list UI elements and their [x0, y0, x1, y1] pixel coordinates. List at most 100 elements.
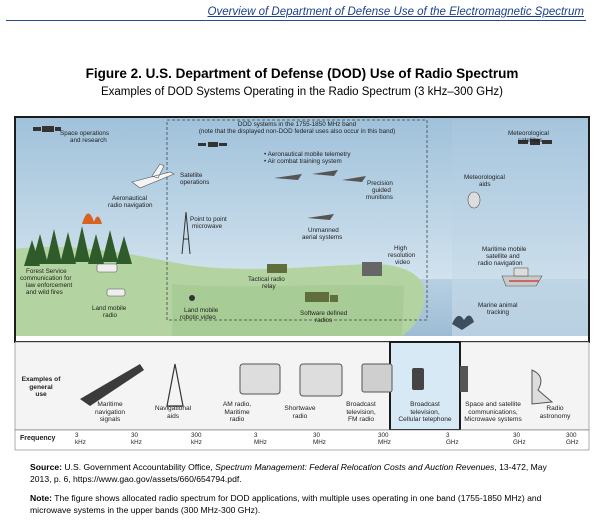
radio-telescope-icon	[531, 369, 554, 405]
dod-box-note: (note that the displayed non-DOD federal…	[198, 128, 396, 135]
tv-icon	[361, 363, 393, 393]
land-robotic-label-2: robotic video	[180, 314, 216, 321]
precision-label-2: guided	[372, 187, 391, 194]
general-use-label: Examples of general use	[21, 376, 61, 398]
ptp-label-2: microwave	[192, 223, 223, 230]
shortwave-radio-icon	[299, 363, 343, 397]
ptp-label-1: Point to point	[190, 216, 227, 223]
sdr-label-2: radios	[315, 317, 333, 324]
note-label: Note:	[30, 493, 52, 503]
met-aids-label-1: Meteorological	[464, 174, 505, 181]
truck-icon	[267, 264, 338, 302]
note-text: The figure shows allocated radio spectru…	[30, 493, 542, 515]
forest-label-2: communication for	[20, 275, 72, 282]
aero-nav-label-1: Aeronautical	[112, 195, 148, 202]
maritime-label-2: satellite and	[486, 253, 520, 260]
satellite-ops-icon	[198, 142, 227, 147]
car-icon	[106, 288, 126, 297]
ship-icon	[501, 267, 543, 287]
whale-tail-icon	[452, 315, 474, 330]
met-satellite-icon	[518, 139, 552, 145]
running-header: Overview of Department of Defense Use of…	[207, 6, 584, 18]
diagram-artwork	[14, 116, 590, 451]
forest-label-4: and wild fires	[26, 289, 63, 296]
uas-label-1: Unmanned	[308, 227, 339, 234]
figure-subtitle: Examples of DOD Systems Operating in the…	[100, 86, 504, 98]
land-mobile-label-2: radio	[103, 312, 118, 319]
met-aids-label-2: aids	[479, 181, 491, 188]
precision-label-3: munitions	[366, 194, 393, 201]
tactical-label-2: relay	[262, 283, 276, 290]
figure-note: Note: The figure shows allocated radio s…	[30, 492, 575, 516]
met-sat-label-1: Meteorological	[508, 130, 549, 137]
land-robotic-label-1: Land mobile	[184, 307, 219, 314]
forest-label-3: law enforcement	[26, 282, 73, 289]
aero-nav-label-2: radio navigation	[108, 202, 153, 209]
precision-label-1: Precision	[367, 180, 393, 187]
satellite-ops-label-1: Satellite	[180, 172, 203, 179]
cargo-ship-icon	[80, 364, 144, 406]
hires-video-device	[362, 262, 382, 276]
microwave-tower-icon	[181, 211, 191, 255]
space-satellite-icon	[460, 366, 468, 392]
forest-label-1: Forest Service	[26, 268, 67, 275]
ground-shade	[172, 284, 404, 336]
header-rule	[6, 20, 586, 21]
telemetry-label: • Aeronautical mobile telemetry	[264, 151, 351, 158]
source-label: Source:	[30, 462, 62, 472]
source-text-1: U.S. Government Accountability Office,	[62, 462, 216, 472]
airplane-icon	[131, 163, 175, 189]
figure-title: Figure 2. U.S. Department of Defense (DO…	[85, 66, 519, 81]
marine-label-2: tracking	[487, 309, 510, 316]
source-citation: Source: U.S. Government Accountability O…	[30, 461, 570, 485]
air-combat-label: • Air combat training system	[264, 158, 342, 165]
fighter-jets-icon	[274, 170, 366, 182]
truck-forest-icon	[96, 263, 118, 273]
sdr-label-1: Software defined	[300, 310, 348, 317]
source-text-2: , 13-472, May 2013, p. 6, https://www.ga…	[30, 462, 547, 484]
tactical-label-1: Tactical radio	[248, 276, 285, 283]
uas-label-2: aerial systems	[302, 234, 343, 241]
nav-tower-icon	[166, 363, 184, 407]
satellite-ops-label-2: operations	[180, 179, 210, 186]
marine-label-1: Marine animal	[478, 302, 518, 309]
frequency-row	[14, 429, 590, 451]
weather-balloon-icon	[467, 191, 481, 209]
uav-icon	[307, 214, 334, 220]
met-sat-label-2: satellites	[518, 137, 543, 144]
hires-label-1: High	[394, 245, 407, 252]
land-mobile-label-1: Land mobile	[92, 305, 127, 312]
wildfire-icon	[82, 213, 102, 224]
cellphone-icon	[412, 368, 424, 390]
maritime-label-3: radio navigation	[478, 260, 523, 267]
frequency-label: Frequency	[20, 435, 56, 442]
robot-icon	[189, 295, 195, 301]
am-radio-icon	[239, 363, 281, 395]
strip-icons	[80, 363, 554, 407]
space-ops-label-2: and research	[70, 137, 107, 144]
spectrum-diagram: DOD systems in the 1755-1850 MHz band (n…	[12, 114, 592, 452]
right-panel	[452, 120, 588, 336]
forest-icon	[24, 226, 132, 266]
dod-box-title: DOD systems in the 1755-1850 MHz band	[237, 121, 357, 128]
space-ops-label-1: Space operations	[60, 130, 110, 137]
satellite-icon	[33, 126, 61, 132]
source-title: Spectrum Management: Federal Relocation …	[215, 462, 495, 472]
